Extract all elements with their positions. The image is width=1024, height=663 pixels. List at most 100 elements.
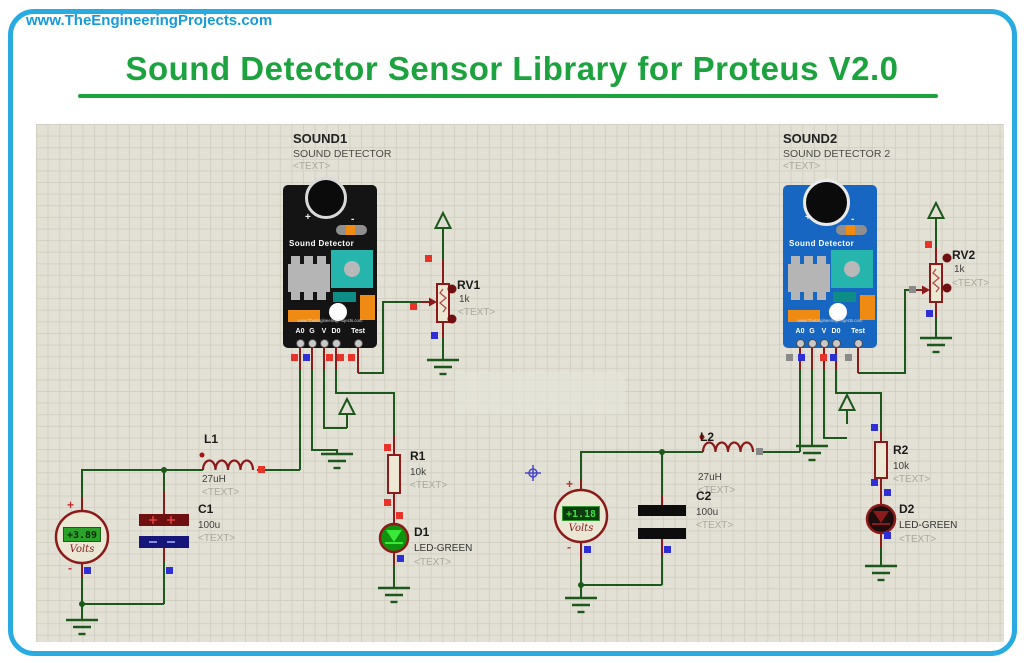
voltmeter-2-display: +1.18 — [562, 506, 600, 521]
circuit2-voltage-markers — [584, 241, 933, 553]
rv1-increase-button[interactable] — [447, 284, 457, 294]
rv2-increase-button[interactable] — [942, 253, 952, 263]
c1-value: 100u — [198, 520, 221, 531]
wire-junction — [659, 449, 665, 455]
module-plus-label: + — [305, 212, 311, 223]
pin-label-a0: A0 — [295, 328, 305, 335]
pin-pad[interactable] — [295, 339, 305, 348]
d1-ref: D1 — [414, 525, 430, 539]
ground-symbol[interactable] — [863, 564, 899, 582]
pin-pad[interactable] — [807, 339, 817, 348]
pin-pad[interactable] — [795, 339, 805, 348]
pin-label-d0: D0 — [331, 328, 341, 335]
voltmeter-2-unit: Volts — [568, 523, 594, 534]
ground-symbol[interactable] — [64, 618, 100, 636]
pin-label-a0: A0 — [795, 328, 805, 335]
ic-leg — [291, 256, 300, 264]
c1-text: <TEXT> — [198, 533, 236, 544]
ic-leg — [317, 256, 326, 264]
resistor-r2[interactable] — [874, 441, 888, 479]
pin-label-g: G — [809, 328, 815, 335]
rv2-value: 1k — [954, 264, 965, 275]
pin-pad[interactable] — [331, 339, 341, 348]
ic-leg — [317, 292, 326, 300]
smd-component — [333, 292, 356, 302]
r2-value: 10k — [893, 461, 910, 472]
voltmeter-1-minus: - — [68, 561, 72, 575]
power-arrow[interactable] — [927, 202, 945, 233]
pin-pad[interactable] — [819, 339, 829, 348]
microphone-icon — [305, 177, 347, 219]
sound1-module-board[interactable]: + - Sound Detector www.TheEngineeringPro… — [283, 177, 377, 348]
module-brand-url: www.TheEngineeringProjects.com — [797, 318, 863, 324]
rv2-ref: RV2 — [952, 248, 976, 262]
sound2-module-board[interactable]: + - Sound Detector www.TheEngineeringPro… — [783, 179, 877, 348]
resistor-r1[interactable] — [387, 454, 401, 494]
led-d2[interactable] — [865, 503, 897, 535]
capacitor-c1[interactable] — [139, 514, 189, 548]
page-border-frame — [8, 9, 1017, 656]
ic-leg — [804, 256, 813, 264]
ground-symbol[interactable] — [425, 358, 461, 376]
power-arrow[interactable] — [338, 398, 356, 429]
r2-text: <TEXT> — [893, 474, 931, 485]
ic-leg — [791, 292, 800, 300]
led-d1[interactable] — [378, 522, 410, 554]
capacitor-c2[interactable] — [638, 505, 686, 539]
d2-value: LED-GREEN — [899, 520, 958, 531]
pin-label-v: V — [321, 328, 327, 335]
module-minus-label: - — [851, 214, 855, 225]
grid-fade-patch — [455, 372, 625, 414]
d2-ref: D2 — [899, 502, 915, 516]
microphone-icon — [803, 179, 850, 226]
pin-pad[interactable] — [831, 339, 841, 348]
pin-label-v: V — [821, 328, 827, 335]
circuit2-wires[interactable] — [580, 232, 937, 598]
origin-crosshair — [525, 465, 541, 481]
potentiometer-rv1[interactable] — [429, 283, 450, 323]
ground-symbol[interactable] — [319, 452, 355, 470]
ic-leg — [304, 256, 313, 264]
ic-leg — [291, 292, 300, 300]
ic-chip-icon — [788, 264, 830, 292]
l2-text: <TEXT> — [698, 485, 736, 496]
rv1-ref: RV1 — [457, 278, 481, 292]
mounting-hole — [329, 303, 347, 321]
circuit1-wires[interactable] — [81, 242, 444, 620]
ground-symbol[interactable] — [376, 586, 412, 604]
pin-pad[interactable] — [307, 339, 317, 348]
rv1-value: 1k — [459, 294, 470, 305]
ground-symbol[interactable] — [563, 596, 599, 614]
sound2-text-tag: <TEXT> — [783, 161, 821, 172]
pin-pad[interactable] — [319, 339, 329, 348]
power-arrow[interactable] — [838, 394, 856, 425]
trimmer-knob-icon — [344, 261, 360, 277]
title-underline — [78, 94, 938, 98]
site-url-text: www.TheEngineeringProjects.com — [26, 12, 273, 29]
pin-label-test: Test — [851, 328, 865, 335]
ground-symbol[interactable] — [918, 336, 954, 354]
rv2-decrease-button[interactable] — [942, 283, 952, 293]
inductor-l2[interactable] — [699, 434, 755, 454]
module-plus-label: + — [805, 212, 811, 223]
circuit1-pin-stubs — [81, 260, 444, 578]
pin-pad[interactable] — [853, 339, 863, 348]
voltmeter-1-plus: + — [67, 498, 75, 512]
rv2-text: <TEXT> — [952, 278, 990, 289]
l2-ref: L2 — [700, 430, 715, 444]
ic-leg — [817, 256, 826, 264]
inductor-l1[interactable] — [199, 452, 255, 472]
power-arrow[interactable] — [434, 212, 452, 243]
pin-label-d0: D0 — [831, 328, 841, 335]
module-minus-label: - — [351, 214, 355, 225]
smd-component — [860, 295, 875, 320]
pin-label-test: Test — [351, 328, 365, 335]
ic-chip-icon — [288, 264, 330, 292]
mounting-hole — [829, 303, 847, 321]
module-brand-url: www.TheEngineeringProjects.com — [297, 318, 363, 324]
l1-text: <TEXT> — [202, 487, 240, 498]
potentiometer-rv2[interactable] — [922, 263, 943, 303]
rv1-decrease-button[interactable] — [447, 314, 457, 324]
pin-pad[interactable] — [353, 339, 363, 348]
